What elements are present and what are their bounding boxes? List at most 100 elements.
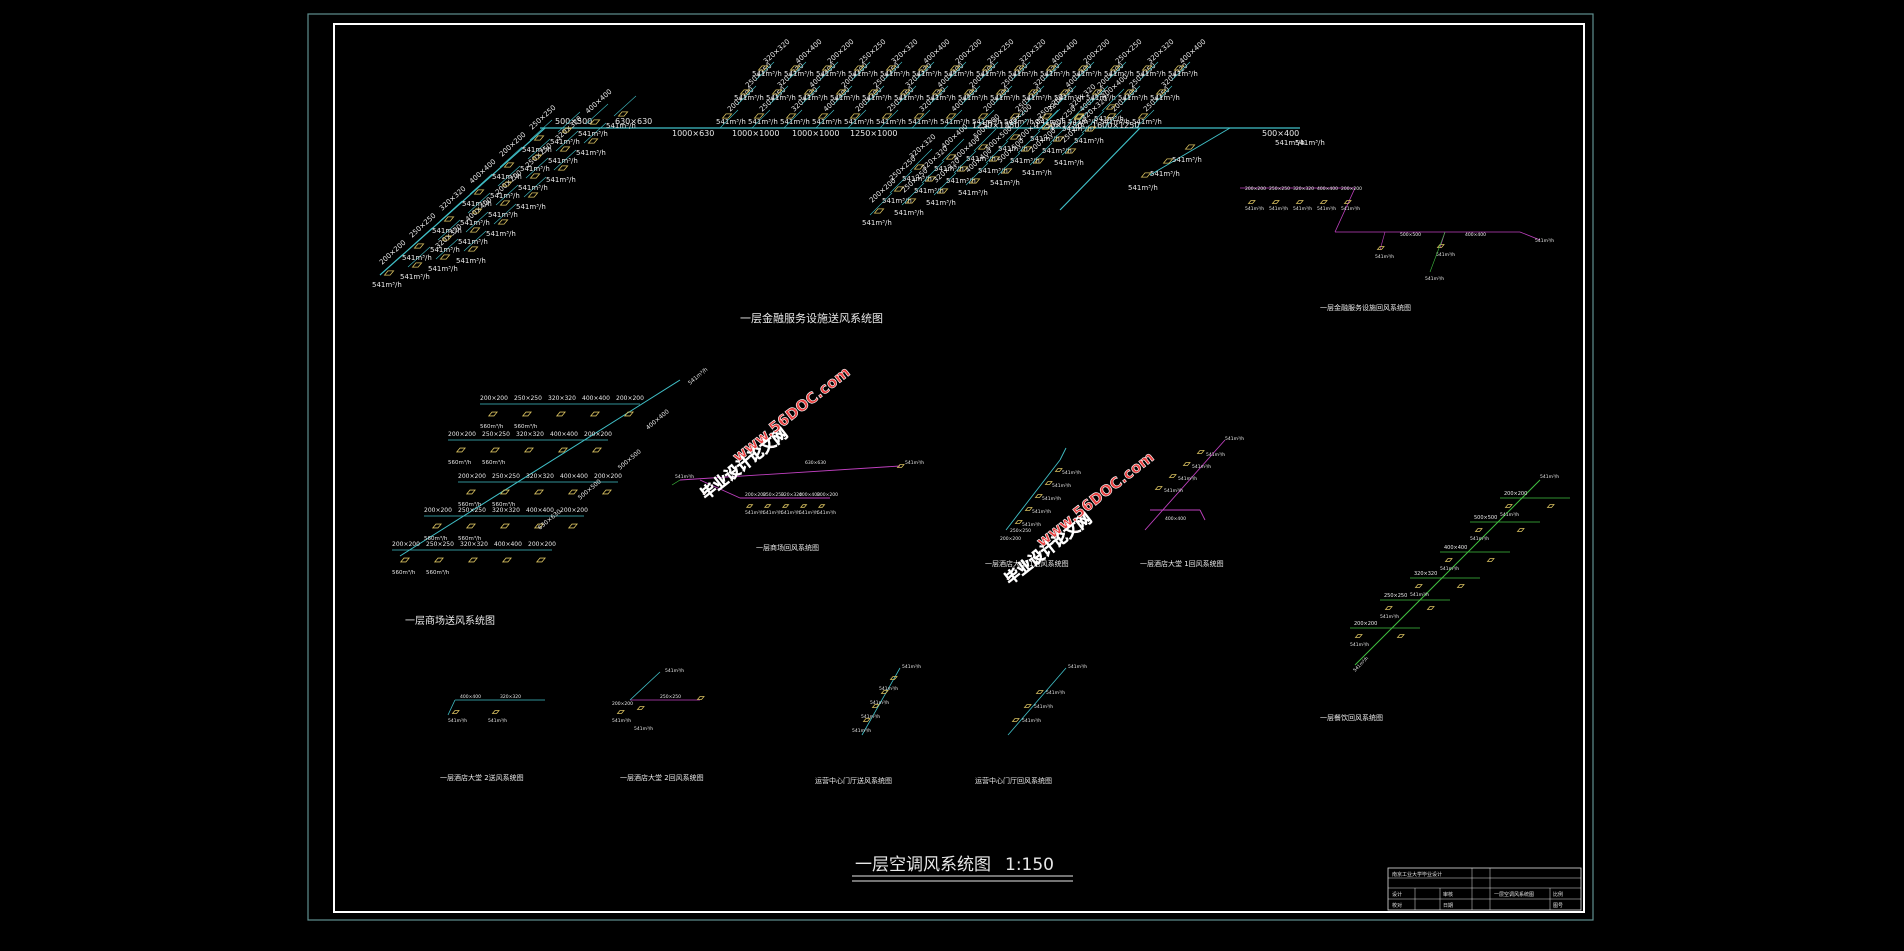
- duct-label: 400×400: [794, 38, 824, 66]
- duct-label: 541m³/h: [1040, 70, 1070, 78]
- duct-line: [613, 95, 637, 117]
- duct-label: 541m³/h: [1022, 522, 1041, 528]
- duct-label: 541m³/h: [830, 94, 860, 102]
- caption-mall-supply: 一层商场送风系统图: [405, 614, 495, 627]
- duct-label: 400×400: [645, 408, 671, 431]
- duct-label: 541m³/h: [1042, 147, 1072, 155]
- duct-label: 250×250: [1010, 528, 1031, 534]
- diffuser-symbol: [977, 144, 989, 150]
- duct-label: 560m³/h: [480, 423, 504, 430]
- diffuser-symbol: [465, 489, 476, 495]
- diffuser-symbol: [1009, 113, 1021, 119]
- diffuser-symbol: [849, 113, 861, 119]
- diffuser-symbol: [1168, 474, 1177, 478]
- caption-hotel-lobby-2-return: 一层酒店大堂 2回风系统图: [620, 773, 704, 782]
- watermark-site-1: www.56DOC.com: [729, 363, 853, 466]
- duct-line: [979, 61, 999, 81]
- duct-line: [1103, 109, 1123, 129]
- diffuser-symbol: [1414, 584, 1423, 588]
- duct-label: 541m³/h: [1168, 70, 1198, 78]
- duct-label: 1250×1250: [1035, 121, 1082, 130]
- duct-line: [851, 61, 871, 81]
- diffuser-symbol: [1486, 558, 1495, 562]
- duct-line: [553, 149, 577, 171]
- duct-label: 250×250: [426, 541, 454, 548]
- duct-label: 541m³/h: [1072, 70, 1102, 78]
- diffuser-symbol: [917, 65, 929, 71]
- diffuser-symbol: [499, 523, 510, 529]
- diffuser-symbol: [862, 718, 871, 722]
- diffuser-symbol: [431, 523, 442, 529]
- duct-label: 541m³/h: [458, 238, 488, 246]
- duct-label: 541m³/h: [1022, 169, 1052, 177]
- duct-line: [997, 152, 1021, 176]
- diffuser-symbol: [499, 489, 510, 495]
- duct-line: [1153, 85, 1173, 105]
- diffuser-symbol: [821, 65, 833, 71]
- duct-label: 541m³/h: [1470, 536, 1489, 542]
- duct-label: 541m³/h: [905, 460, 924, 466]
- duct-label: 400×400: [550, 431, 578, 438]
- diffuser-symbol: [977, 113, 989, 119]
- diffuser-symbol: [1319, 200, 1328, 204]
- duct-label: 541m³/h: [844, 118, 874, 126]
- duct-label: 200×200: [392, 541, 420, 548]
- duct-label: 500×500: [1400, 232, 1421, 238]
- diffuser-symbol: [1173, 65, 1185, 71]
- diffuser-symbol: [1376, 246, 1385, 250]
- duct-line: [985, 140, 1009, 164]
- diffuser-symbol: [1154, 486, 1163, 490]
- duct-line: [719, 109, 739, 129]
- duct-label: 320×320: [438, 185, 468, 213]
- diffuser-symbol: [1021, 146, 1033, 152]
- duct-label: 541m³/h: [1275, 139, 1305, 147]
- duct-label: 541m³/h: [934, 165, 964, 173]
- duct-label: 200×200: [1245, 186, 1266, 192]
- diffuser-symbol: [601, 489, 612, 495]
- diffuser-symbol: [871, 704, 880, 708]
- diffuser-symbol: [757, 65, 769, 71]
- diffuser-symbol: [465, 523, 476, 529]
- diffuser-symbol: [1504, 504, 1513, 508]
- duct-label: 541m³/h: [1004, 118, 1034, 126]
- duct-label: 541m³/h: [1192, 464, 1211, 470]
- duct-label: 250×250: [514, 395, 542, 402]
- diffuser-symbol: [763, 504, 772, 508]
- duct-line: [933, 172, 957, 196]
- duct-label: 541m³/h: [460, 219, 490, 227]
- financial-return-diagram: 200×200541m³/h250×250541m³/h320×320541m³…: [1240, 186, 1554, 282]
- duct-label: 541m³/h: [1436, 252, 1455, 258]
- duct-label: 541m³/h: [490, 192, 520, 200]
- diffuser-symbol: [893, 186, 905, 192]
- duct-label: 541m³/h: [1164, 488, 1183, 494]
- duct-line: [819, 61, 839, 81]
- duct-label: 541m³/h: [488, 718, 507, 724]
- diffuser-symbol: [1024, 507, 1033, 511]
- diffuser-symbol: [817, 504, 826, 508]
- duct-line: [941, 138, 965, 162]
- duct-label: 200×200: [817, 492, 838, 498]
- diffuser-symbol: [785, 113, 797, 119]
- duct-line: [833, 85, 853, 105]
- duct-line: [399, 379, 681, 557]
- duct-label: 200×200: [528, 541, 556, 548]
- duct-label: 1000×1000: [732, 129, 779, 138]
- caption-office-lobby-supply: 运营中心门厅送风系统图: [815, 776, 892, 785]
- diffuser-symbol: [881, 113, 893, 119]
- duct-label: 1000×1000: [792, 129, 839, 138]
- diffuser-symbol: [616, 710, 625, 714]
- duct-label: 541m³/h: [817, 510, 836, 516]
- duct-label: 541m³/h: [852, 728, 871, 734]
- duct-label: 250×250: [1384, 593, 1407, 599]
- duct-label: 560m³/h: [426, 569, 450, 576]
- diffuser-symbol: [799, 504, 808, 508]
- caption-hotel-lobby-1-return: 一层酒店大堂 1回风系统图: [1140, 559, 1224, 568]
- diffuser-symbol: [1474, 528, 1483, 532]
- duct-line: [495, 184, 519, 206]
- duct-line: [1005, 459, 1061, 531]
- title-block-border: [1387, 867, 1582, 911]
- diffuser-symbol: [913, 113, 925, 119]
- duct-line: [769, 85, 789, 105]
- diffuser-symbol: [1396, 634, 1405, 638]
